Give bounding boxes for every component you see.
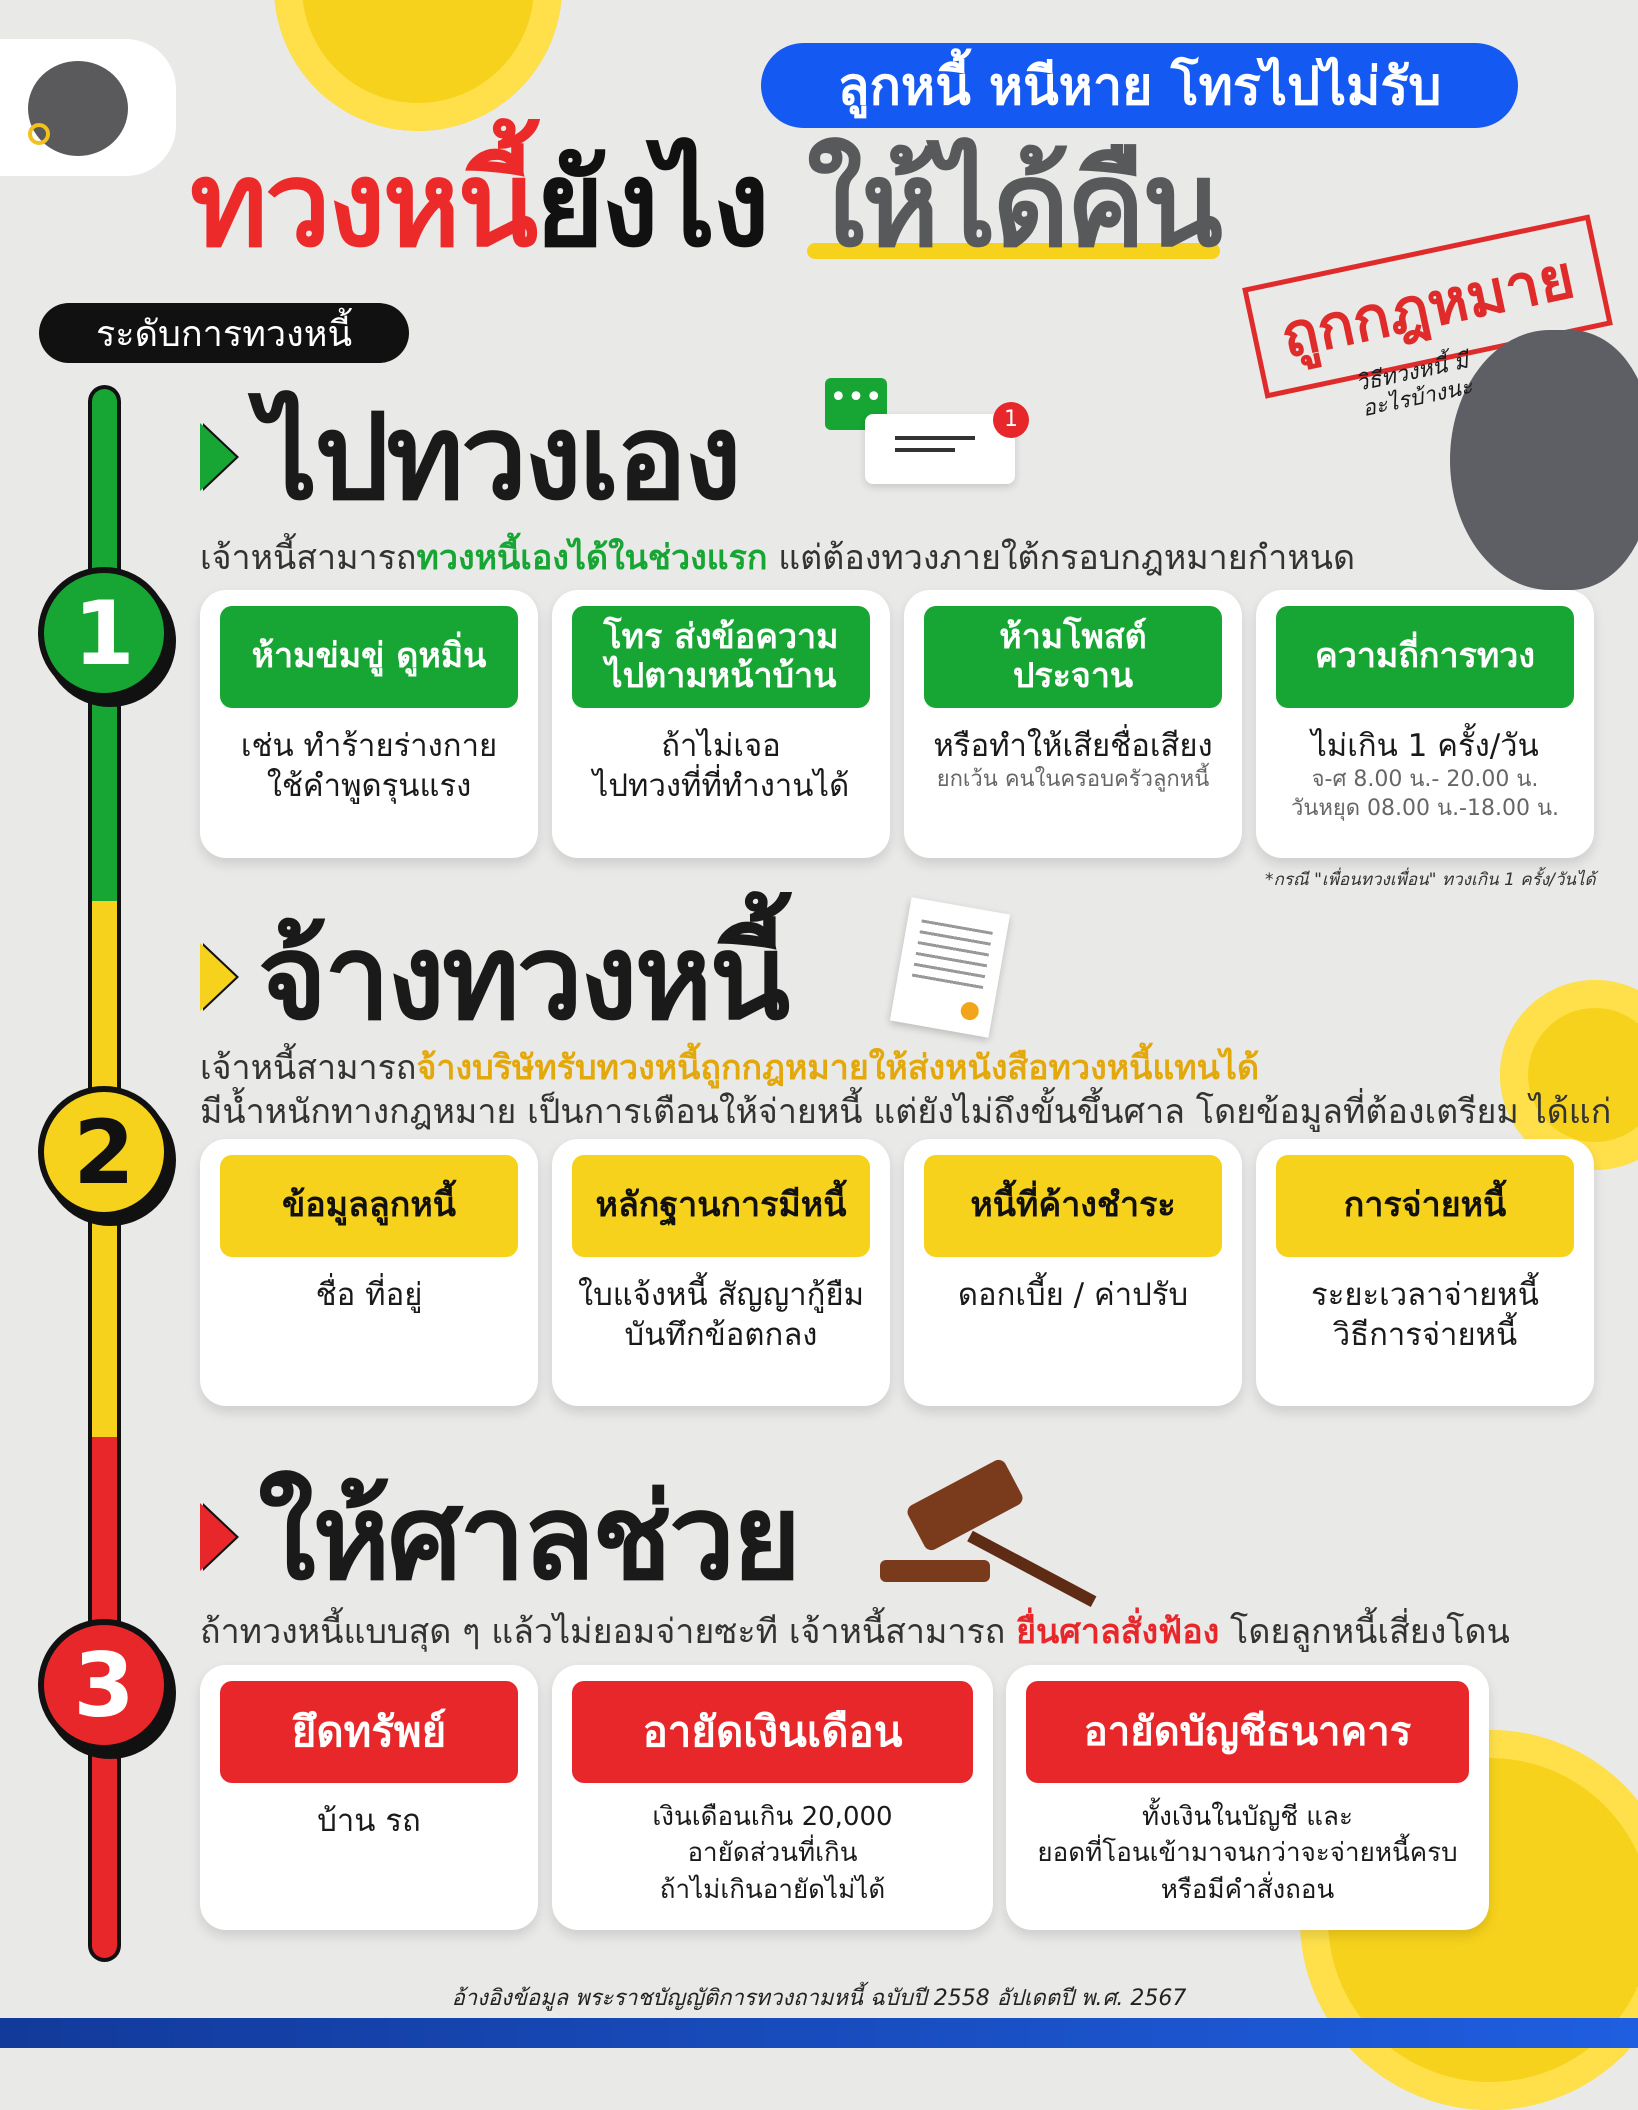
title-part-3: ให้ได้คืน xyxy=(806,135,1223,273)
info-card: การจ่ายหนี้ ระยะเวลาจ่ายหนี้วิธีการจ่ายห… xyxy=(1256,1139,1594,1406)
level-label: ระดับการทวงหนี้ xyxy=(39,303,409,363)
section-2-description: เจ้าหนี้สามารถจ้างบริษัทรับทวงหนี้ถูกกฎห… xyxy=(200,1048,1260,1088)
info-card: หนี้ที่ค้างชำระ ดอกเบี้ย / ค่าปรับ xyxy=(904,1139,1242,1406)
info-card: หลักฐานการมีหนี้ ใบแจ้งหนี้ สัญญากู้ยืมบ… xyxy=(552,1139,890,1406)
chat-message-icon: ••• 1 xyxy=(825,378,1029,488)
subtitle-banner: ลูกหนี้ หนีหาย โทรไปไม่รับ xyxy=(761,43,1518,128)
rule-card: ห้ามข่มขู่ ดูหมิ่น เช่น ทำร้ายร่างกายใช้… xyxy=(200,590,538,858)
rule-card: ห้ามโพสต์ ประจาน หรือทำให้เสียชื่อเสียง … xyxy=(904,590,1242,858)
section-title: ไปทวงเอง xyxy=(258,388,742,526)
nose-ring-icon xyxy=(28,123,50,145)
title-part-2: ยังไง xyxy=(535,135,770,273)
title-part-1: ทวงหนี้ xyxy=(190,135,538,273)
section-2-heading: จ้างทวงหนี้ xyxy=(200,908,790,1046)
level-number-1: 1 xyxy=(38,567,170,699)
footnote: *กรณี "เพื่อนทวงเพื่อน" ทวงเกิน 1 ครั้ง/… xyxy=(1265,870,1596,890)
arrow-icon xyxy=(200,1503,236,1571)
section-1-heading: ไปทวงเอง xyxy=(200,388,742,526)
arrow-icon xyxy=(200,423,236,491)
section-3-description: ถ้าทวงหนี้แบบสุด ๆ แล้วไม่ยอมจ่ายซะที เจ… xyxy=(200,1612,1510,1652)
gavel-icon xyxy=(880,1450,1110,1608)
bottom-bar xyxy=(0,2018,1638,2048)
section-title: ให้ศาลช่วย xyxy=(258,1468,801,1606)
section-3-heading: ให้ศาลช่วย xyxy=(200,1468,801,1606)
notification-badge: 1 xyxy=(993,402,1029,438)
level-number-2: 2 xyxy=(38,1086,170,1218)
consequence-card: ยึดทรัพย์ บ้าน รถ xyxy=(200,1665,538,1930)
info-card: ข้อมูลลูกหนี้ ชื่อ ที่อยู่ xyxy=(200,1139,538,1406)
rule-card: ความถี่การทวง ไม่เกิน 1 ครั้ง/วัน จ-ศ 8.… xyxy=(1256,590,1594,858)
rule-card: โทร ส่งข้อความ ไปตามหน้าบ้าน ถ้าไม่เจอไป… xyxy=(552,590,890,858)
buffalo-mascot-icon xyxy=(1450,330,1638,590)
consequence-card: อายัดบัญชีธนาคาร ทั้งเงินในบัญชี และยอดท… xyxy=(1006,1665,1489,1930)
reference-footer: อ้างอิงข้อมูล พระราชบัญญัติการทวงถามหนี้… xyxy=(451,1986,1187,2011)
section-title: จ้างทวงหนี้ xyxy=(258,908,790,1046)
section-2-description-line2: มีน้ำหนักทางกฎหมาย เป็นการเตือนให้จ่ายหน… xyxy=(200,1092,1612,1132)
page-title: ทวงหนี้ยังไงให้ได้คืน xyxy=(190,139,1223,270)
level-number-3: 3 xyxy=(38,1619,170,1751)
arrow-icon xyxy=(200,943,236,1011)
brand-logo xyxy=(0,39,176,176)
decor-circle-top xyxy=(274,0,562,131)
section-1-description: เจ้าหนี้สามารถทวงหนี้เองได้ในช่วงแรก แต่… xyxy=(200,538,1356,578)
document-icon xyxy=(889,897,1011,1038)
